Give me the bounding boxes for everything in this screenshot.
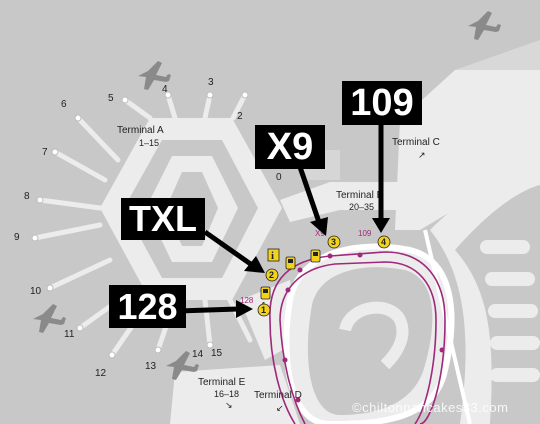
terminal-c-label: Terminal C xyxy=(392,137,440,148)
terminal-a-label: Terminal A xyxy=(117,125,164,136)
bus-stop-4[interactable]: 4 xyxy=(377,235,391,249)
info-icon: i xyxy=(267,248,280,262)
terminal-e-building xyxy=(170,365,300,424)
terminal-e-label: Terminal E xyxy=(198,377,246,388)
airplane-icon xyxy=(33,304,66,333)
gate-number: 8 xyxy=(24,191,30,202)
bus-icon xyxy=(260,286,271,300)
gate-number: 4 xyxy=(162,84,168,95)
stop-1-route-label: 128 xyxy=(240,296,254,305)
road-loop xyxy=(283,243,455,424)
callout-x9: X9 xyxy=(255,125,325,169)
callout-128: 128 xyxy=(109,285,186,328)
bus-route xyxy=(269,251,446,424)
gate-number: 3 xyxy=(208,77,214,88)
terminal-c-arrow-icon: ↗ xyxy=(418,150,426,160)
gate-number: 5 xyxy=(108,93,114,104)
gate-number: 9 xyxy=(14,232,20,243)
parking-area-right xyxy=(423,150,540,424)
svg-text:4: 4 xyxy=(381,237,386,247)
airplane-icon xyxy=(166,351,199,380)
gate-number: 10 xyxy=(30,286,42,297)
terminal-d-arrow-icon: ↙ xyxy=(276,403,284,413)
bus-stop-2[interactable]: 2 xyxy=(265,268,279,282)
bus-icon xyxy=(285,256,296,270)
terminal-b-gates: 20–35 xyxy=(349,202,374,212)
gate-number: 14 xyxy=(192,349,204,360)
gate-number: 13 xyxy=(145,361,157,372)
gate-number: 7 xyxy=(42,147,48,158)
gate-number: 2 xyxy=(237,111,243,122)
terminal-e-gates: 16–18 xyxy=(214,389,239,399)
svg-text:1: 1 xyxy=(261,305,266,315)
gate-number: 0 xyxy=(276,172,282,183)
callout-109: 109 xyxy=(342,81,422,125)
gate-number: 12 xyxy=(95,368,107,379)
bus-stop-1[interactable]: 1 xyxy=(257,303,271,317)
terminal-b-label: Terminal B xyxy=(336,190,384,201)
svg-text:3: 3 xyxy=(331,237,336,247)
watermark: ©chiltonpancakes33.com xyxy=(352,400,509,415)
terminal-a-gates: 1–15 xyxy=(139,138,159,148)
stop-3-route-label: X9 xyxy=(315,229,325,238)
terminal-c-roof xyxy=(455,40,540,70)
gate-number: 15 xyxy=(211,348,223,359)
bus-icon xyxy=(310,249,321,263)
route-arrows xyxy=(282,252,445,403)
stop-4-route-label: 109 xyxy=(358,229,372,238)
callout-txl: TXL xyxy=(121,198,205,240)
bus-stop-3[interactable]: 3 xyxy=(327,235,341,249)
terminal-c-building xyxy=(395,60,540,230)
svg-text:i: i xyxy=(271,250,274,262)
callout-arrows xyxy=(177,125,390,318)
gate-number: 11 xyxy=(64,329,75,340)
gate-number: 6 xyxy=(61,99,67,110)
terminal-d-label: Terminal D xyxy=(254,390,302,401)
svg-text:2: 2 xyxy=(269,270,274,280)
airplane-icon xyxy=(138,61,171,90)
airplane-icon xyxy=(468,11,501,40)
terminal-e-arrow-icon: ↘ xyxy=(225,400,233,410)
